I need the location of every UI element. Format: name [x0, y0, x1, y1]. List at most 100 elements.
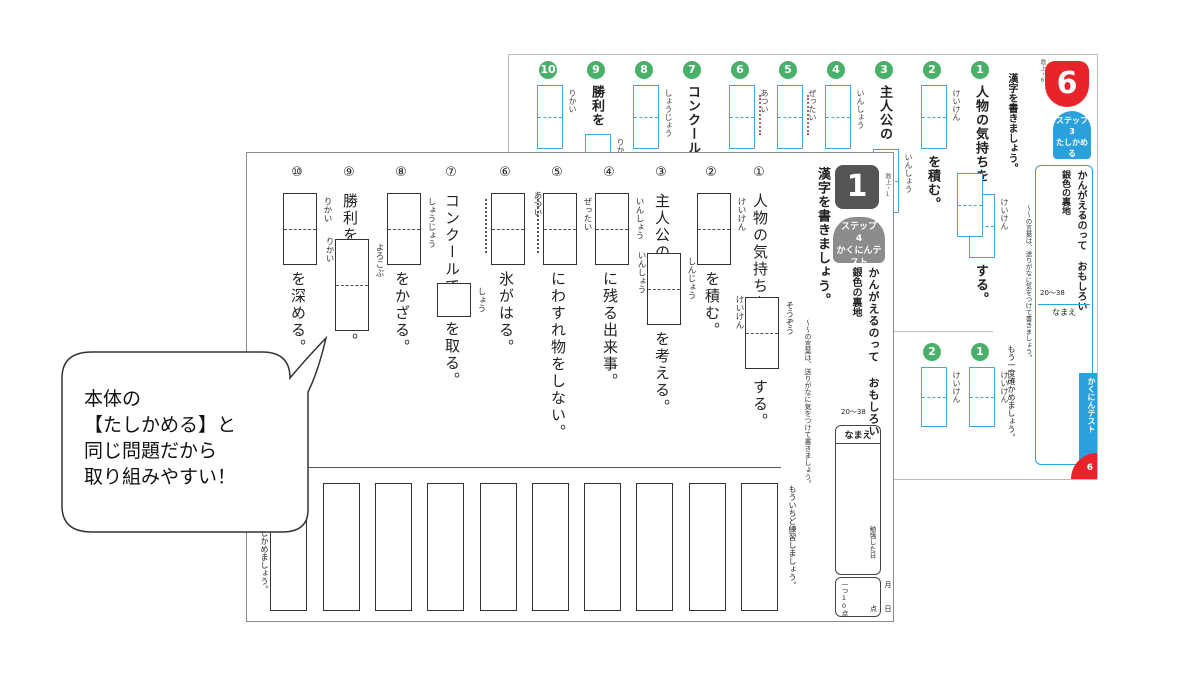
name-label: なまえ [836, 426, 880, 444]
back-title-sub: 銀色の裏地 [1060, 170, 1070, 215]
question-text-top: 勝利を [341, 193, 359, 244]
answer-box-midline [746, 333, 778, 334]
question-text-bottom: を深める。 [289, 271, 307, 356]
question-text-top: 主人公の [877, 85, 892, 141]
answer-box-midline [826, 117, 850, 118]
okurigana-mark [759, 95, 763, 135]
review-furigana: けいけん [952, 371, 961, 403]
back-side-tab-label: かくにんテスト [1087, 377, 1096, 433]
question-text-bottom: を積む。 [925, 155, 940, 211]
score-per-item: 一つ10点 [840, 581, 848, 617]
practice-box[interactable] [322, 483, 360, 611]
front-step-name: かくにんテスト [836, 246, 882, 268]
question-number: 1 [971, 61, 989, 79]
practice-box[interactable] [741, 483, 778, 611]
question-text-top: 人物の気持ちを [973, 85, 988, 183]
front-instruction: 漢字を書きましょう。 [815, 167, 830, 307]
answer-box[interactable] [537, 85, 563, 149]
answer-box[interactable] [777, 85, 803, 149]
practice-box[interactable] [688, 483, 726, 611]
question-number: ③ [655, 165, 667, 180]
front-title-main: かんがえるのって おもしろい [867, 267, 880, 437]
front-step-badge: ステップ 4 かくにんテスト [833, 217, 885, 268]
furigana: ぜったい [808, 89, 817, 121]
answer-box[interactable] [437, 283, 471, 317]
question-text-bottom: 氷がはる。 [497, 271, 515, 356]
answer-box[interactable] [921, 85, 947, 149]
name-box[interactable]: なまえ 勉強した日 [835, 425, 881, 575]
back-title-main: かんがえるのって おもしろい [1075, 170, 1086, 311]
back-lesson-badge: 6 [1045, 61, 1089, 107]
answer-box[interactable] [543, 193, 577, 265]
answer-box-midline [336, 285, 368, 286]
question-number: 4 [827, 61, 845, 79]
box-furigana: りかい [322, 197, 332, 223]
question-number: 9 [587, 61, 605, 79]
answer-box[interactable] [647, 253, 681, 325]
answer-box[interactable] [283, 193, 317, 265]
question-text-bottom: にわすれ物をしない。 [549, 271, 567, 441]
question-number: ⑩ [291, 165, 303, 180]
answer-box[interactable] [729, 85, 755, 149]
back-step-badge: ステップ 3 たしかめる [1053, 111, 1091, 159]
answer-box[interactable] [745, 297, 779, 369]
answer-box[interactable] [491, 193, 525, 265]
back-side-tab: かくにんテスト [1079, 373, 1097, 473]
answer-box-midline [958, 205, 982, 206]
review-answer-box[interactable] [969, 367, 995, 427]
okurigana-mark [807, 95, 811, 135]
review-number: 2 [923, 343, 941, 361]
front-step-label: ステップ [840, 222, 877, 232]
answer-box-midline [634, 117, 658, 118]
question-number: ⑧ [395, 165, 407, 180]
answer-box[interactable] [825, 85, 851, 149]
back-page-ref: 教上・6 [1039, 59, 1046, 84]
question-text-top: コンクールで [685, 85, 700, 169]
practice-box[interactable] [636, 483, 674, 611]
practice-box[interactable] [427, 483, 465, 611]
study-date-label: 勉強した日 [868, 526, 876, 559]
answer-box-midline [596, 229, 628, 230]
score-box[interactable]: 一つ10点 点 [835, 577, 881, 617]
answer-box[interactable] [957, 173, 983, 237]
practice-box[interactable] [531, 483, 569, 611]
practice-box[interactable] [584, 483, 622, 611]
front-pages-ref: 20〜38 [841, 408, 866, 416]
back-step-number: 3 [1069, 127, 1075, 136]
front-furigana-note: 〜〜の言葉は、送りがなに気をつけて書きましょう。 [804, 319, 812, 487]
back-step-name: たしかめる [1056, 138, 1088, 158]
answer-box[interactable] [633, 85, 659, 149]
question-number: 3 [875, 61, 893, 79]
answer-box[interactable] [697, 193, 731, 265]
question-text-bottom: を取る。 [443, 321, 461, 389]
question-number: 5 [779, 61, 797, 79]
furigana: いんしょう [904, 153, 913, 193]
okurigana-mark [485, 199, 489, 253]
back-name-label: なまえ [1038, 304, 1090, 318]
practice-box[interactable] [270, 483, 308, 611]
practice-box[interactable] [479, 483, 517, 611]
answer-box-midline [538, 117, 562, 118]
question-text-top: 勝利を [589, 85, 604, 127]
answer-box[interactable] [335, 239, 369, 331]
front-lesson-badge: 1 [835, 165, 879, 209]
question-number: ⑤ [551, 165, 563, 180]
box-furigana: しんじょう [686, 257, 696, 300]
review-answer-box[interactable] [921, 367, 947, 427]
answer-box-midline [970, 397, 994, 398]
question-number: ④ [603, 165, 615, 180]
back-step-label: ステップ [1056, 116, 1088, 125]
question-number: 10 [539, 61, 557, 79]
box-furigana: よろこぶ [374, 243, 384, 277]
box-furigana: しょうじょう [426, 197, 436, 248]
okurigana-mark [537, 199, 541, 253]
question-number: 2 [923, 61, 941, 79]
question-number: 8 [635, 61, 653, 79]
answer-box[interactable] [387, 193, 421, 265]
question-number: ② [705, 165, 717, 180]
back-instruction: 漢字を書きましょう。 [1006, 73, 1017, 173]
practice-box[interactable] [374, 483, 412, 611]
answer-box-midline [648, 289, 680, 290]
text-furigana: りかい [324, 237, 334, 263]
answer-box[interactable] [595, 193, 629, 265]
